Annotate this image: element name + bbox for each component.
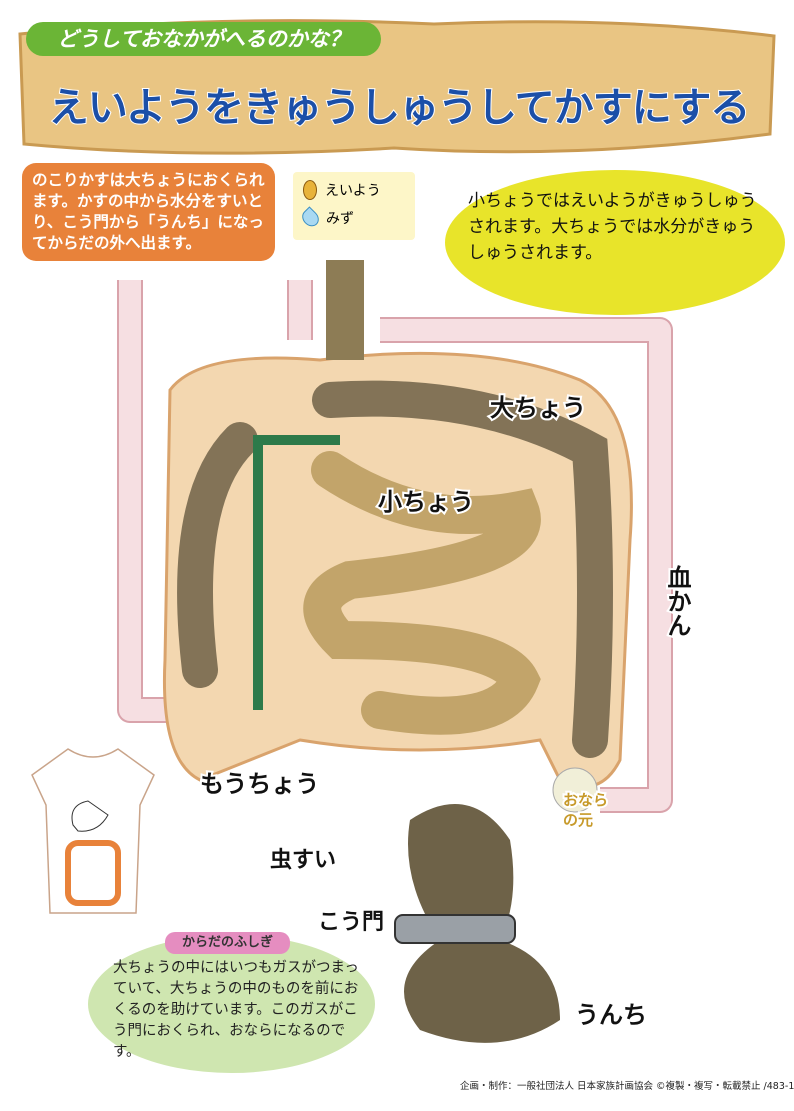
label-blood-vessel: 血かん [661, 563, 693, 639]
water-drop-icon [298, 206, 323, 230]
fun-fact-text: 大ちょうの中にはいつもガスがつまっていて、大ちょうの中のものを前におくるのを助け… [113, 960, 359, 1060]
nutrient-pipe [253, 435, 340, 710]
speech-bubble [445, 170, 785, 315]
intro-box: のこりかすは大ちょうにおくられます。かすの中から水分をすいとり、こう門から「うん… [22, 163, 275, 261]
label-large-intestine: 大ちょう [488, 392, 588, 424]
page-title: えいようをきゅうしゅうしてかすにする [48, 84, 751, 132]
fun-fact-bubble [88, 935, 375, 1073]
label-cecum: もうちょう [198, 768, 321, 800]
body-outline-icon [31, 748, 155, 914]
legend: えいよう みず [293, 172, 415, 240]
legend-item: みず [298, 206, 354, 230]
anus-ring [394, 914, 516, 944]
label-anus: こう門 [316, 908, 386, 937]
label-appendix: 虫すい [268, 846, 338, 875]
legend-label: えいよう [325, 183, 381, 199]
footer-credit: 企画・制作：一般社団法人 日本家族計画協会 ©複製・複写・転載禁止 /483-1 [460, 1081, 794, 1092]
fun-fact-heading: からだのふしぎ [165, 932, 290, 954]
label-poop: うんち [573, 999, 649, 1031]
digestive-illustration [117, 260, 673, 1043]
legend-label: みず [326, 211, 354, 227]
gas-cloud [552, 767, 598, 813]
speech-bubble-text: 小ちょうではえいようがきゅうしゅうされます。大ちょうでは水分がきゅうしゅうされま… [468, 191, 757, 263]
label-gas-source: おならの元 [561, 789, 610, 831]
nutrient-icon [303, 180, 317, 200]
label-small-intestine: 小ちょう [376, 486, 476, 518]
large-intestine [177, 380, 613, 758]
legend-item: えいよう [303, 180, 381, 200]
small-intestine [303, 451, 541, 735]
subtitle-pill: どうしておなかがへるのかな？ [26, 22, 381, 56]
